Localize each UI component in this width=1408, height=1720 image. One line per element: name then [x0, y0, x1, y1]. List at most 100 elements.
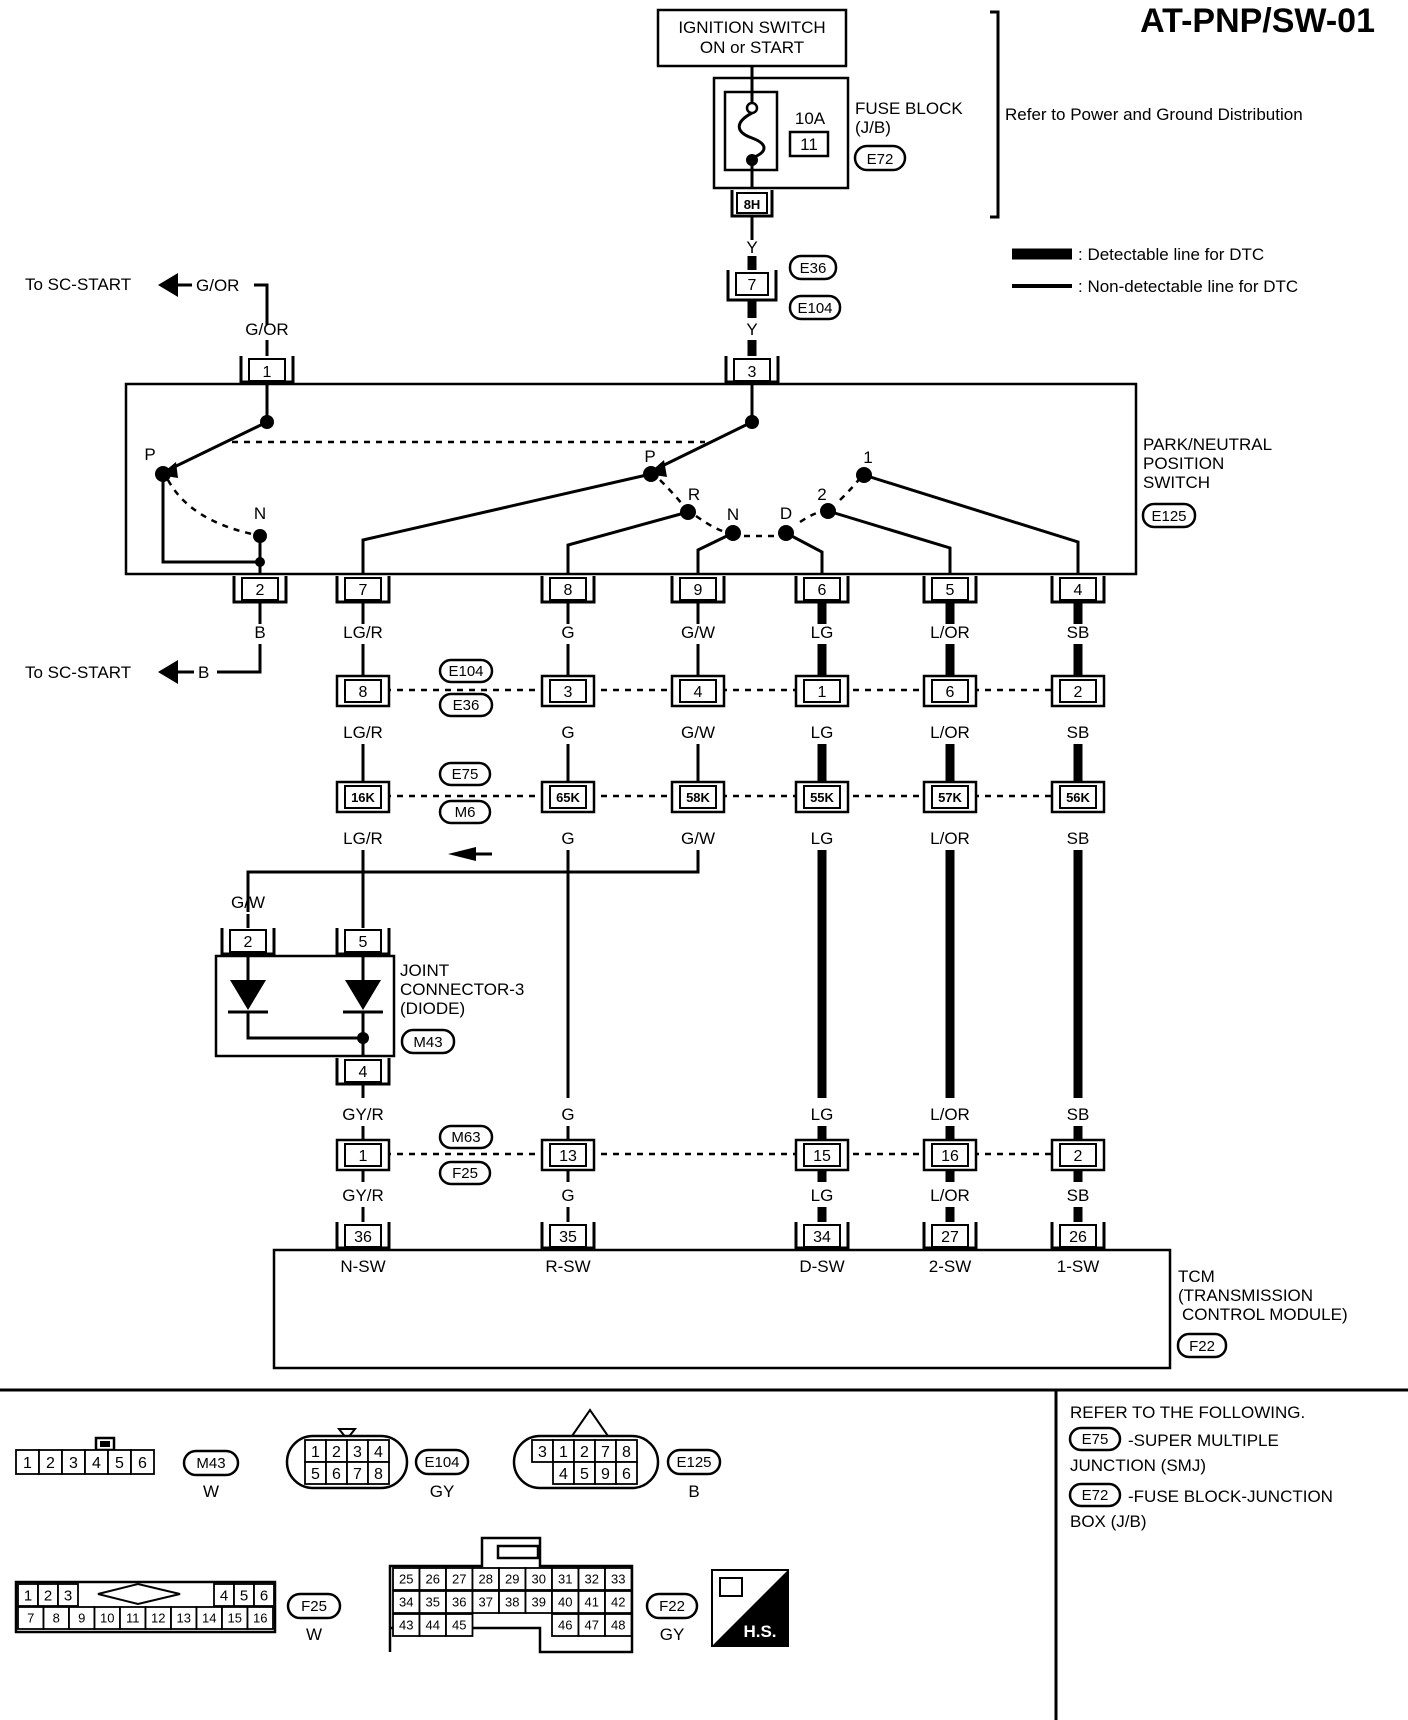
pin-cell [367, 1461, 390, 1485]
row3-pin-16: 16 [922, 1138, 978, 1172]
wire-lgr-1: LG/R [343, 623, 383, 642]
pnp-pin-4: 4 [1050, 576, 1106, 604]
wire-lgr-2: LG/R [343, 723, 383, 742]
refer-item1-text2: JUNCTION (SMJ) [1070, 1456, 1206, 1475]
pin-number: 29 [505, 1572, 519, 1587]
row3-pin-2-label: 2 [1074, 1148, 1083, 1165]
pnp-pin-8-label: 8 [564, 582, 573, 599]
row1-conn-e104: E104 [448, 663, 483, 680]
row1-connectors: 8 3 4 1 6 2 E104 E36 [335, 658, 1106, 718]
pnp-pin-2: 2 [232, 576, 288, 604]
row1-pin-4-label: 4 [694, 684, 703, 701]
row2-pin-57k-label: 57K [938, 790, 962, 805]
row1-pin-3: 3 [540, 674, 596, 708]
pin-cell [253, 1583, 275, 1607]
tcm-connector-f22: F22 [1189, 1338, 1215, 1355]
pin-number: 9 [78, 1611, 85, 1626]
fuse-block-connector: E72 [867, 151, 894, 168]
f25-color: W [306, 1625, 322, 1644]
row1-pin-3-label: 3 [564, 684, 573, 701]
tcm-terminal-dsw: D-SW [799, 1257, 844, 1276]
pnp-pin-8: 8 [540, 576, 596, 604]
f22-color: GY [660, 1625, 685, 1644]
pin-number: 1 [559, 1444, 568, 1461]
ignition-label-1: IGNITION SWITCH [678, 18, 825, 37]
joint-connector-3: 2 5 JOINT CONNECTOR-3 (DIODE) M43 4 [214, 928, 524, 1086]
pin-number: 7 [27, 1611, 34, 1626]
pin-number: 5 [580, 1466, 589, 1483]
terminal-8h: 8H [730, 190, 774, 218]
pin-number: 27 [452, 1572, 466, 1587]
pnp-pin-4-label: 4 [1074, 582, 1083, 599]
pin-cell [57, 1583, 79, 1607]
pin-number: 5 [311, 1466, 320, 1483]
tcm-terminal-2sw: 2-SW [929, 1257, 972, 1276]
pin-number: 3 [353, 1444, 362, 1461]
refer-power-text: Refer to Power and Ground Distribution [1005, 105, 1303, 124]
tcm-label-2: (TRANSMISSION [1178, 1286, 1313, 1305]
row1-pin-2-label: 2 [1074, 684, 1083, 701]
row2-pin-65k: 65K [540, 780, 596, 814]
ignition-switch: IGNITION SWITCH ON or START [656, 8, 848, 68]
wire-gw-1: G/W [681, 623, 715, 642]
pin-number: 26 [426, 1572, 440, 1587]
wire-gw-2: G/W [681, 723, 715, 742]
pin-number: 39 [532, 1595, 546, 1610]
wire-y-lower: Y [746, 320, 757, 339]
pin-number: 28 [479, 1572, 493, 1587]
power-bracket [990, 10, 1000, 219]
row2-pin-65k-label: 65K [556, 790, 580, 805]
wire-lg-1: LG [811, 623, 834, 642]
row1-pin-1-label: 1 [818, 684, 827, 701]
tcm-pin-34: 34 [794, 1222, 850, 1250]
row2-conn-m6: M6 [455, 804, 476, 821]
row3-pin-16-label: 16 [941, 1148, 959, 1165]
refer-item1-text1: -SUPER MULTIPLE [1128, 1431, 1279, 1450]
fuse-icon [737, 111, 766, 160]
pin-number: 5 [240, 1587, 248, 1604]
arrow-left-icon [448, 847, 476, 861]
tcm-pin-27-label: 27 [941, 1229, 959, 1246]
diode-icon [230, 980, 266, 1010]
tcm-pin-26: 26 [1050, 1222, 1106, 1250]
pin-cell [246, 1606, 274, 1630]
pnp-top-pin-3-label: 3 [748, 364, 757, 381]
pnp-top-pin-3: 3 [724, 356, 780, 384]
row3-pin-2: 2 [1050, 1138, 1106, 1172]
wire-lgr-3: LG/R [343, 829, 383, 848]
row2-pin-57k: 57K [922, 780, 978, 814]
pin-number: 1 [23, 1455, 32, 1472]
row2-pin-58k-label: 58K [686, 790, 710, 805]
fuse-number: 11 [800, 135, 818, 154]
pin-number: 40 [558, 1595, 572, 1610]
pin-number: 32 [585, 1572, 599, 1587]
pin-number: 3 [538, 1444, 547, 1461]
pin-number: 4 [559, 1466, 568, 1483]
joint-label-1: JOINT [400, 961, 449, 980]
pin-number: 8 [622, 1444, 631, 1461]
pnp-pin-7: 7 [335, 576, 391, 604]
pos-n-left: N [254, 504, 266, 523]
tcm-terminal-rsw: R-SW [545, 1257, 590, 1276]
wire-y-upper: Y [746, 238, 757, 257]
fuse-block-label-1: FUSE BLOCK [855, 99, 963, 118]
pin-number: 6 [622, 1466, 631, 1483]
tcm-terminal-nsw: N-SW [340, 1257, 385, 1276]
pos-2: 2 [817, 485, 826, 504]
pin-cell [130, 1449, 155, 1475]
pin-number: 14 [202, 1611, 216, 1626]
pin-number: 6 [260, 1587, 268, 1604]
pnp-pin-6: 6 [794, 576, 850, 604]
row3-conn-f25: F25 [452, 1165, 478, 1182]
pin-number: 48 [611, 1618, 625, 1633]
sc-start-bottom: B To SC-START [25, 602, 262, 684]
wire-sb-1: SB [1067, 623, 1090, 642]
row2-pin-55k: 55K [794, 780, 850, 814]
pos-r: R [688, 485, 700, 504]
pnp-bottom-pins: 2 7 8 9 6 5 4 [232, 576, 1106, 604]
arrow-left-icon [158, 660, 178, 684]
pin-cell [604, 1613, 633, 1637]
pin-cell [604, 1567, 633, 1591]
pin-number: 2 [580, 1444, 589, 1461]
